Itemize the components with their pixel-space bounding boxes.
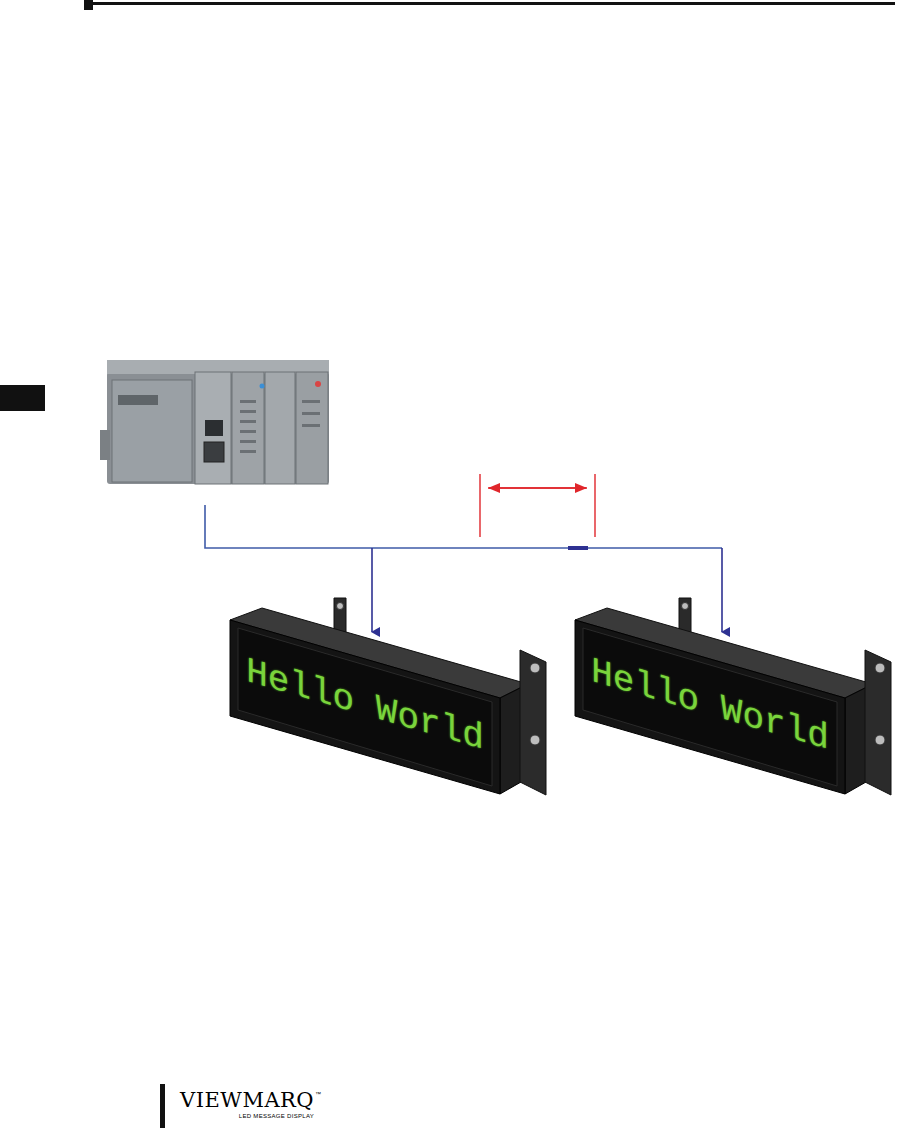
brand-logo: VIEWMARQ: [180, 1088, 314, 1112]
brand-tagline: LED MESSAGE DISPLAY: [239, 1113, 314, 1119]
mounting-screw: [875, 663, 885, 673]
led-panel: [238, 628, 492, 786]
side-tab: [0, 385, 45, 411]
mounting-screw: [875, 735, 885, 745]
trademark: ™: [315, 1091, 321, 1097]
mounting-screw: [530, 663, 540, 673]
led-display-housing: [230, 598, 546, 795]
mounting-screw: [337, 603, 344, 610]
network-cable: [205, 505, 722, 632]
header-marker: [84, 0, 93, 10]
display-face: [230, 620, 500, 794]
display-face: [575, 620, 845, 794]
mounting-bracket: [865, 650, 891, 795]
led-display-housing: [575, 598, 891, 795]
plc-illustration: [100, 360, 329, 484]
dimension-arrow: [480, 474, 595, 537]
led-panel: [583, 628, 837, 786]
footer-bar: [160, 1084, 165, 1128]
mounting-screw: [530, 735, 540, 745]
mounting-screw: [682, 603, 689, 610]
mounting-bracket: [520, 650, 546, 795]
header-rule: [93, 2, 895, 5]
